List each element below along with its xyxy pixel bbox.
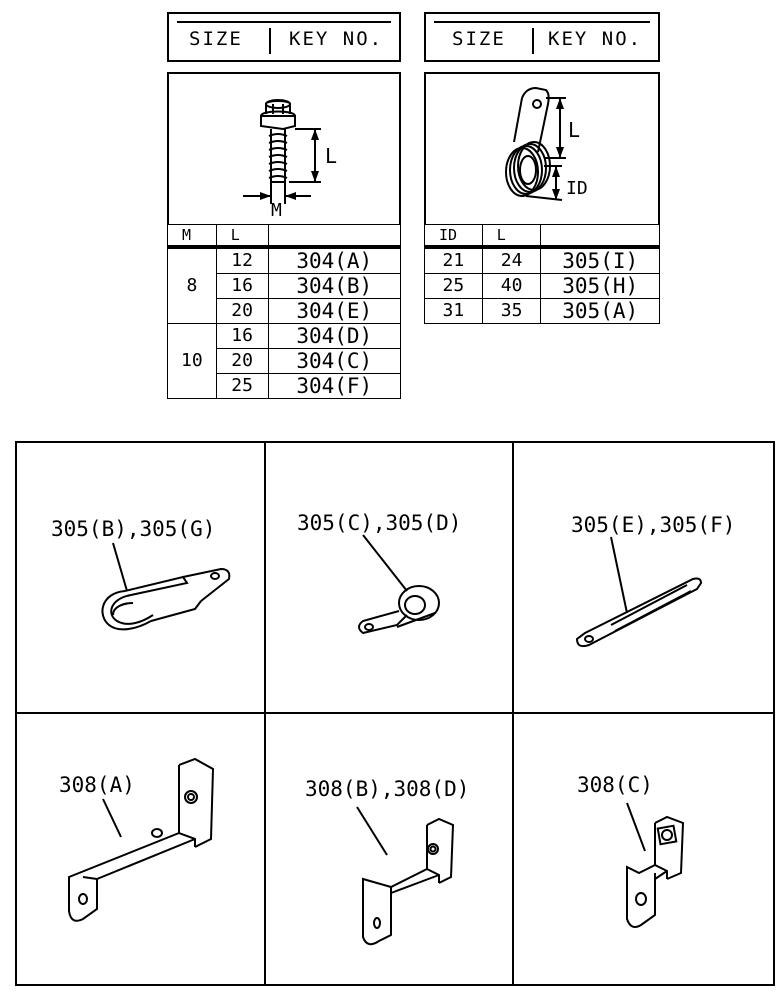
clip-size-header: SIZE KEY NO. <box>424 12 660 62</box>
key-no-cell: 304(A) <box>267 246 401 274</box>
clip-size-table: ID L 21 24 305(I) 25 40 305(H) 31 35 305… <box>424 224 660 324</box>
key-no-label: KEY NO. <box>548 28 643 50</box>
column-header-key <box>540 224 660 249</box>
loop-clip-drawing <box>101 542 231 631</box>
l-cell: 40 <box>481 272 542 299</box>
part-cell-clip-c-d: 305(C),305(D) <box>267 443 515 715</box>
m-size-cell: 8 <box>167 246 217 324</box>
long-bracket-drawing <box>68 757 215 922</box>
id-cell: 25 <box>424 272 483 299</box>
grid-lines <box>15 441 775 986</box>
bolt-illustration-panel: L M <box>167 72 401 224</box>
table-row: 10 16 304(D) <box>167 322 401 399</box>
clip-illustration-panel: L ID <box>424 72 660 224</box>
pipe-clip-drawing <box>505 86 566 201</box>
column-header-l: L <box>215 224 269 249</box>
key-no-cell: 304(F) <box>267 372 401 399</box>
column-header-m: M <box>167 224 217 249</box>
small-bracket-drawing <box>626 802 685 928</box>
size-label: SIZE <box>189 28 243 50</box>
id-cell: 21 <box>424 246 483 274</box>
m-size-cell: 10 <box>167 322 217 399</box>
column-header-key <box>267 224 401 249</box>
l-cell: 16 <box>215 322 269 349</box>
key-no-cell: 305(I) <box>540 246 660 274</box>
key-no-label: KEY NO. <box>289 28 384 50</box>
table-row: 8 12 304(A) <box>167 246 401 324</box>
part-callout: 305(C),305(D) <box>297 511 462 535</box>
header-separator <box>269 28 271 54</box>
table-row: 25 304(F) <box>168 372 401 399</box>
table-header-row: ID L <box>424 224 660 249</box>
header-rule <box>177 21 391 23</box>
table-row: 21 24 305(I) <box>424 246 660 274</box>
part-callout: 308(C) <box>577 773 653 797</box>
l-cell: 20 <box>215 347 269 374</box>
l-cell: 16 <box>215 272 269 299</box>
id-cell: 31 <box>424 297 483 324</box>
diameter-label: M <box>271 200 282 221</box>
table-row: 31 35 305(A) <box>424 297 660 324</box>
key-no-cell: 304(D) <box>267 322 401 349</box>
l-cell: 35 <box>481 297 542 324</box>
table-header-row: M L <box>167 224 401 249</box>
table-row: 25 40 305(H) <box>424 272 660 299</box>
key-no-cell: 304(C) <box>267 347 401 374</box>
l-cell: 25 <box>215 372 269 399</box>
part-callout: 305(B),305(G) <box>51 517 216 541</box>
key-no-cell: 305(H) <box>540 272 660 299</box>
key-no-cell: 305(A) <box>540 297 660 324</box>
column-header-id: ID <box>424 224 483 249</box>
part-callout: 308(B),308(D) <box>305 777 470 801</box>
part-cell-bracket-c: 308(C) <box>515 715 777 988</box>
l-cell: 12 <box>215 246 269 274</box>
flange-bolt-drawing <box>243 99 321 204</box>
slotted-strap-drawing <box>575 536 703 648</box>
l-cell: 24 <box>481 246 542 274</box>
part-callout: 308(A) <box>59 773 135 797</box>
header-rule <box>434 21 650 23</box>
part-cell-bracket-b-d: 308(B),308(D) <box>267 715 515 988</box>
parts-grid: 305(B),305(G) 305(C),305(D) <box>15 441 775 986</box>
key-no-cell: 304(E) <box>267 297 401 324</box>
bolt-size-header: SIZE KEY NO. <box>167 12 401 62</box>
bolt-size-table: M L 8 12 304(A) 16 304(B) 20 304(E) 10 1… <box>167 224 401 399</box>
length-label: L <box>325 144 338 168</box>
part-cell-strap-e-f: 305(E),305(F) <box>515 443 777 715</box>
part-cell-bracket-a: 308(A) <box>17 715 267 988</box>
header-separator <box>532 28 534 54</box>
l-cell: 20 <box>215 297 269 324</box>
length-label: L <box>568 118 581 142</box>
z-bracket-drawing <box>356 806 455 946</box>
key-no-cell: 304(B) <box>267 272 401 299</box>
part-callout: 305(E),305(F) <box>571 513 736 537</box>
part-cell-clip-b-g: 305(B),305(G) <box>17 443 267 715</box>
p-clamp-drawing <box>358 534 440 635</box>
size-label: SIZE <box>452 28 506 50</box>
column-header-l: L <box>481 224 542 249</box>
inner-diameter-label: ID <box>566 178 588 199</box>
